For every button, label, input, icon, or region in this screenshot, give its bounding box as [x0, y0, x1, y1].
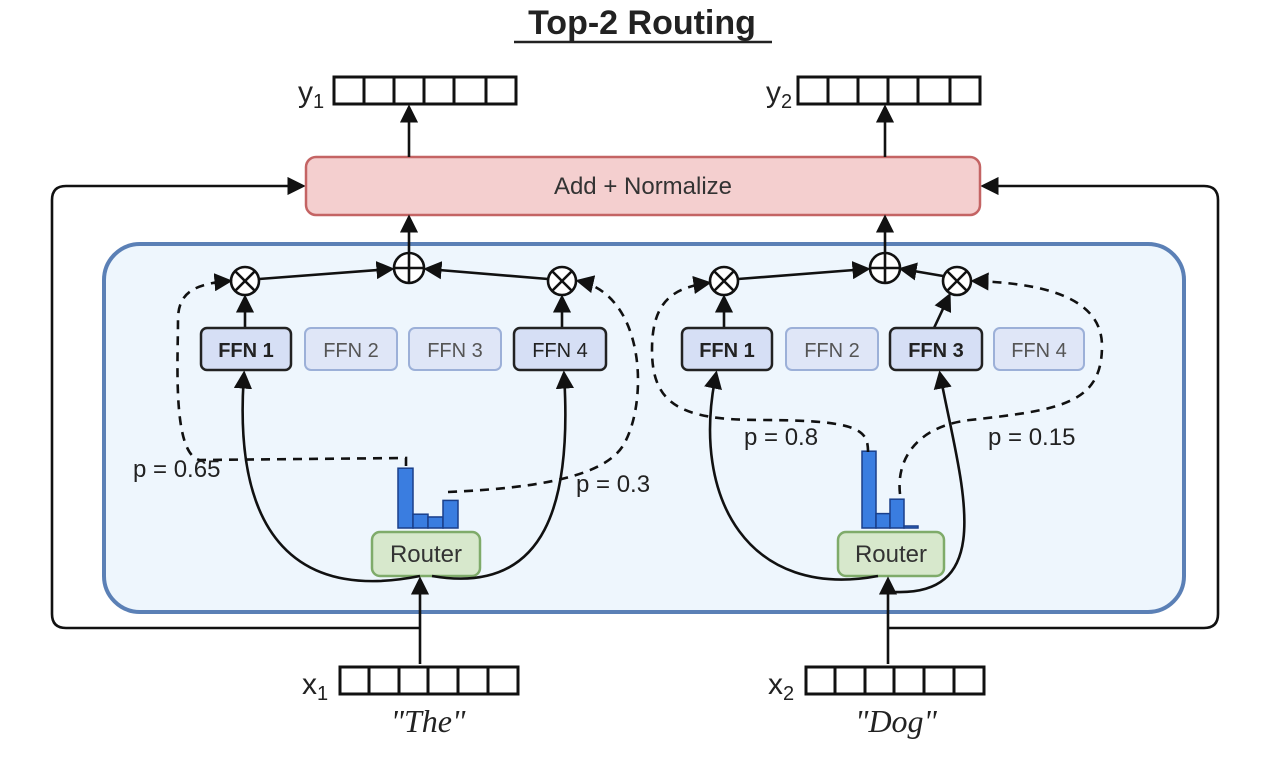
- ffn-expert-label: FFN 3: [908, 340, 964, 362]
- diagram-title: Top-2 Routing: [528, 4, 756, 42]
- router-probability-histogram: [861, 450, 919, 529]
- router-bar: [412, 513, 429, 529]
- ffn-expert-label: FFN 4: [1011, 340, 1067, 362]
- dashed-gate-path: [447, 275, 640, 494]
- arrow-route-to-ffn1: [233, 370, 421, 583]
- probability-label: p = 0.8: [744, 424, 818, 451]
- router-bar: [889, 498, 905, 529]
- residual-connection-left: [50, 176, 420, 630]
- multiply-icon: [941, 265, 973, 297]
- ffn-expert-box: [993, 327, 1085, 371]
- ffn-expert-box: [512, 326, 608, 372]
- ffn-expert-box: [304, 327, 398, 371]
- router-box: [370, 530, 482, 578]
- dashed-gate-path: [898, 272, 1104, 495]
- arrow-route-to-ffn4: [431, 370, 575, 580]
- residual-connection-right: [888, 176, 1220, 630]
- ffn-expert-box: [199, 326, 293, 372]
- multiply-icon: [546, 265, 578, 297]
- ffn-expert-box: [888, 326, 984, 372]
- add-normalize-label: Add + Normalize: [554, 173, 732, 200]
- ffn-expert-label: FFN 4: [532, 340, 588, 362]
- input-label-x1: x1: [302, 668, 328, 705]
- router-probability-histogram: [397, 467, 459, 529]
- arrow-route-to-ffn3: [894, 370, 966, 594]
- input-vector-x2: x2: [768, 665, 986, 705]
- ffn-expert-label: FFN 3: [427, 340, 483, 362]
- output-label-y2: y2: [766, 76, 792, 113]
- ffn-expert-label: FFN 1: [218, 340, 274, 362]
- ffn-expert-label: FFN 1: [699, 340, 755, 362]
- router-bar: [861, 450, 877, 529]
- sum-icon: [392, 251, 426, 285]
- multiply-icon: [708, 265, 740, 297]
- arrow-route-to-ffn1: [704, 370, 879, 581]
- router-label: Router: [390, 541, 462, 568]
- input-label-x2: x2: [768, 668, 794, 705]
- ffn-expert-box: [408, 327, 502, 371]
- router-label: Router: [855, 541, 927, 568]
- output-vector-y2: y2: [766, 75, 982, 113]
- ffn-expert-box: [785, 327, 879, 371]
- output-label-y1: y1: [298, 76, 324, 113]
- dashed-gate-path: [176, 273, 408, 466]
- ffn-expert-label: FFN 2: [323, 340, 379, 362]
- arrow-mult-to-sum: [423, 261, 549, 281]
- router-bar: [903, 525, 919, 529]
- arrow-mult-to-sum: [258, 261, 395, 281]
- router-bar: [427, 516, 444, 529]
- dashed-gate-path: [650, 275, 870, 453]
- router-bar: [875, 512, 891, 529]
- output-vector-y1: y1: [298, 75, 518, 113]
- arrow-mult-to-sum: [737, 261, 871, 281]
- router-box: [836, 530, 946, 578]
- arrow-ffn-to-mult: [932, 292, 952, 329]
- sum-icon: [868, 251, 902, 285]
- ffn-expert-box: [680, 326, 774, 372]
- add-normalize-box: [304, 155, 982, 217]
- router-bar: [397, 467, 414, 529]
- input-word-dog: "Dog": [855, 703, 938, 739]
- probability-label: p = 0.3: [576, 471, 650, 498]
- probability-label: p = 0.15: [988, 424, 1075, 451]
- input-vector-x1: x1: [302, 665, 520, 705]
- ffn-expert-label: FFN 2: [804, 340, 860, 362]
- probability-label: p = 0.65: [133, 456, 220, 483]
- router-bar: [442, 499, 459, 529]
- input-word-the: "The": [391, 703, 466, 739]
- multiply-icon: [229, 265, 261, 297]
- arrow-mult-to-sum: [898, 262, 944, 281]
